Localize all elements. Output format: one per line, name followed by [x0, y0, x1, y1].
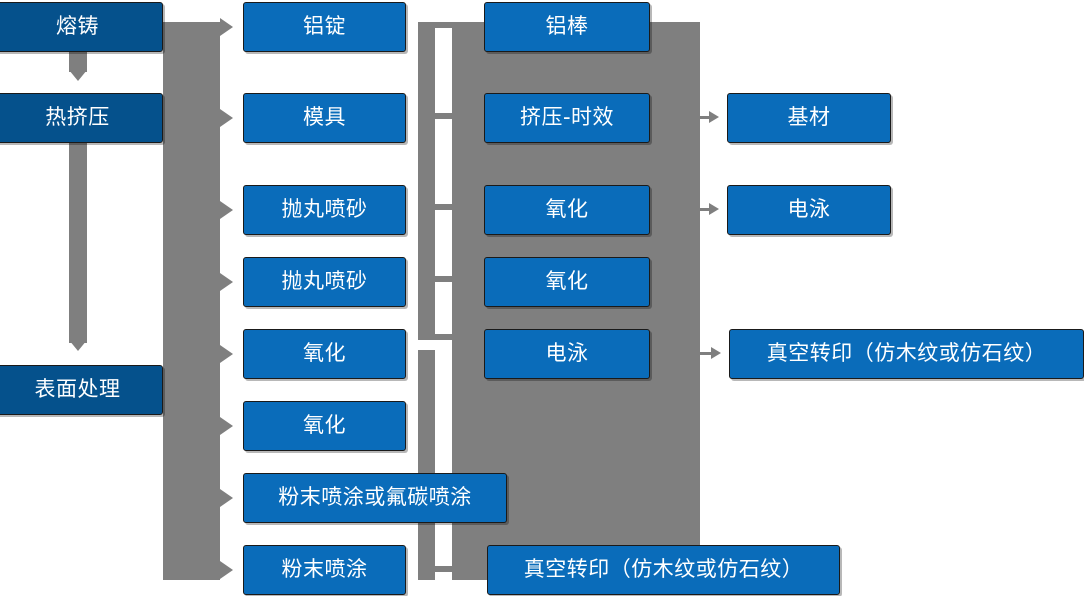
- process-label-c2-4: 抛丸喷砂: [281, 268, 368, 293]
- process-box-c2-6[interactable]: 氧化: [243, 401, 406, 451]
- result-box-c4-3[interactable]: 真空转印（仿木纹或仿石纹）: [729, 329, 1084, 379]
- process-label-c2-5: 氧化: [303, 340, 346, 365]
- connector-stem-c4-3: [700, 352, 716, 355]
- process-label-c3-5: 电泳: [545, 340, 589, 365]
- connector-arrow-c2-1: [220, 18, 233, 36]
- process-box-c3-1[interactable]: 铝棒: [484, 2, 650, 52]
- stage-label-melting: 熔铸: [56, 13, 99, 38]
- process-box-c3-5[interactable]: 电泳: [484, 329, 650, 379]
- result-box-c4-1[interactable]: 基材: [727, 93, 891, 143]
- process-box-c2-2[interactable]: 模具: [243, 93, 406, 143]
- connector-stub-extrude: [69, 143, 87, 343]
- stage-label-surface: 表面处理: [34, 376, 121, 401]
- connector-arrow-c2-3: [220, 201, 233, 219]
- connector-spine-middle-upper: [418, 22, 435, 340]
- process-label-c2-2: 模具: [303, 104, 346, 129]
- connector-arrow-c4-1: [709, 111, 719, 123]
- connector-arrow-c2-5: [220, 345, 233, 363]
- process-label-c2-1: 铝锭: [303, 13, 346, 38]
- connector-arrow-c4-3: [711, 347, 721, 359]
- connector-bridge-1: [435, 22, 455, 28]
- connector-stub-surface: [163, 389, 187, 392]
- connector-bridge-4: [435, 276, 455, 282]
- process-box-c3-3[interactable]: 氧化: [484, 185, 650, 235]
- process-box-c2-5[interactable]: 氧化: [243, 329, 406, 379]
- process-box-c3-2[interactable]: 挤压-时效: [484, 93, 650, 143]
- result-label-c4-2: 电泳: [787, 196, 831, 221]
- connector-spine-middle-lower: [418, 350, 435, 580]
- process-label-c2-8: 粉末喷涂: [281, 556, 368, 581]
- stage-box-extrude[interactable]: 热挤压: [0, 93, 163, 143]
- process-label-c2-3: 抛丸喷砂: [281, 196, 368, 221]
- process-label-c2-6: 氧化: [303, 412, 346, 437]
- process-label-c3-1: 铝棒: [545, 13, 589, 38]
- process-box-c3-4[interactable]: 氧化: [484, 257, 650, 307]
- process-label-c2-7: 粉末喷涂或氟碳喷涂: [278, 484, 472, 509]
- connector-stub-melting: [69, 52, 87, 72]
- result-label-c4-3: 真空转印（仿木纹或仿石纹）: [766, 340, 1047, 365]
- connector-bridge-5: [435, 334, 455, 340]
- connector-arrow-c2-8: [220, 561, 233, 579]
- connector-stem-c4-2: [700, 208, 714, 211]
- process-box-c2-3[interactable]: 抛丸喷砂: [243, 185, 406, 235]
- result-label-c4-1: 基材: [787, 104, 831, 129]
- connector-arrow-down-extrude: [69, 340, 87, 351]
- process-box-c2-7[interactable]: 粉末喷涂或氟碳喷涂: [243, 473, 507, 523]
- connector-arrow-c2-4: [220, 273, 233, 291]
- connector-spine-left: [163, 22, 220, 580]
- process-label-c3-4: 氧化: [545, 268, 589, 293]
- connector-arrow-c4-2: [709, 203, 719, 215]
- process-box-c2-4[interactable]: 抛丸喷砂: [243, 257, 406, 307]
- connector-bridge-3: [435, 204, 455, 210]
- result-box-c4-2[interactable]: 电泳: [727, 185, 891, 235]
- process-label-c3-6: 真空转印（仿木纹或仿石纹）: [523, 556, 804, 581]
- connector-bridge-2: [435, 113, 455, 119]
- connector-arrow-c2-6: [220, 417, 233, 435]
- connector-arrow-c2-7: [220, 489, 233, 507]
- process-box-c2-1[interactable]: 铝锭: [243, 2, 406, 52]
- connector-bridge-6: [435, 566, 455, 572]
- process-label-c3-2: 挤压-时效: [519, 104, 615, 129]
- stage-box-melting[interactable]: 熔铸: [0, 2, 163, 52]
- connector-arrow-down-melting: [69, 70, 87, 81]
- connector-stem-c4-1: [700, 116, 714, 119]
- process-box-c3-6[interactable]: 真空转印（仿木纹或仿石纹）: [487, 545, 840, 595]
- process-label-c3-3: 氧化: [545, 196, 589, 221]
- process-box-c2-8[interactable]: 粉末喷涂: [243, 545, 406, 595]
- stage-box-surface[interactable]: 表面处理: [0, 365, 163, 415]
- stage-label-extrude: 热挤压: [45, 104, 110, 129]
- connector-arrow-c2-2: [220, 109, 233, 127]
